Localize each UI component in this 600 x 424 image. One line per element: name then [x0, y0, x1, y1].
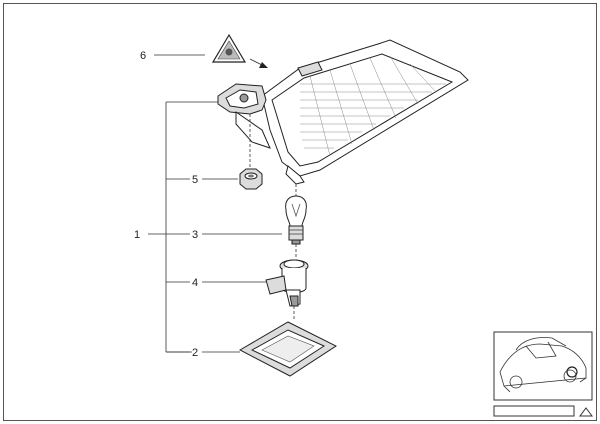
- diagram-border: [3, 3, 597, 421]
- warning-triangle-icon: [211, 33, 247, 63]
- location-marker: [566, 366, 578, 378]
- callout-6: 6: [140, 50, 146, 62]
- callout-3: 3: [192, 229, 198, 241]
- callout-1: 1: [134, 229, 140, 241]
- arrow-icon: [249, 58, 268, 68]
- lens-hatching: [300, 55, 446, 157]
- callout-2: 2: [192, 347, 198, 359]
- bulb-part: [285, 195, 307, 245]
- callout-4: 4: [192, 277, 198, 289]
- gasket-part: [238, 321, 338, 377]
- navigation-bar[interactable]: [493, 405, 575, 417]
- triangle-up-icon[interactable]: [579, 407, 593, 417]
- nut-part: [239, 168, 263, 190]
- callout-5: 5: [192, 174, 198, 186]
- brake-light-housing: [217, 39, 469, 185]
- group-bracket: [148, 101, 218, 353]
- vehicle-location-thumbnail: [493, 331, 593, 401]
- socket-part: [265, 259, 309, 307]
